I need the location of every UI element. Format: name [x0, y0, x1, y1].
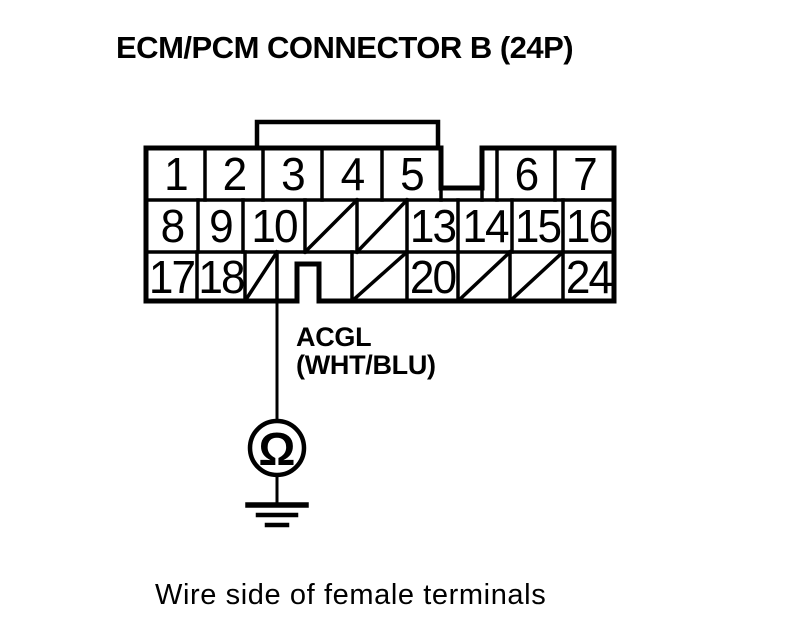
terminal-17-label: 17 [148, 250, 196, 303]
terminal-8-label: 8 [160, 200, 186, 252]
terminal-1-label: 1 [164, 148, 189, 200]
ohmmeter-symbol: Ω [258, 422, 296, 475]
terminal-10-label: 10 [251, 200, 298, 252]
wire-color-label: (WHT/BLU) [296, 350, 436, 380]
ground-symbol [245, 502, 309, 528]
terminal-15-label: 15 [514, 200, 562, 252]
terminal-5-label: 5 [400, 148, 425, 200]
terminal-4-label: 4 [340, 148, 366, 200]
empty-cavity-slashes [242, 197, 566, 304]
terminal-24-label: 24 [565, 250, 613, 303]
page-title: ECM/PCM CONNECTOR B (24P) [116, 30, 574, 65]
terminal-9-label: 9 [209, 200, 234, 252]
terminal-7-label: 7 [573, 148, 598, 200]
terminal-16-label: 16 [565, 200, 613, 252]
wire-signal-label: ACGL [296, 322, 372, 352]
terminal-6-label: 6 [514, 148, 540, 200]
terminal-13-label: 13 [409, 200, 457, 252]
terminal-18-label: 18 [198, 250, 245, 303]
connector-top-tab [254, 119, 441, 151]
cell-grid [144, 146, 616, 303]
view-caption: Wire side of female terminals [155, 579, 547, 611]
terminal-20-label: 20 [409, 250, 457, 303]
terminal-2-label: 2 [222, 148, 248, 200]
terminal-14-label: 14 [462, 200, 509, 252]
terminal-3-label: 3 [281, 148, 306, 200]
